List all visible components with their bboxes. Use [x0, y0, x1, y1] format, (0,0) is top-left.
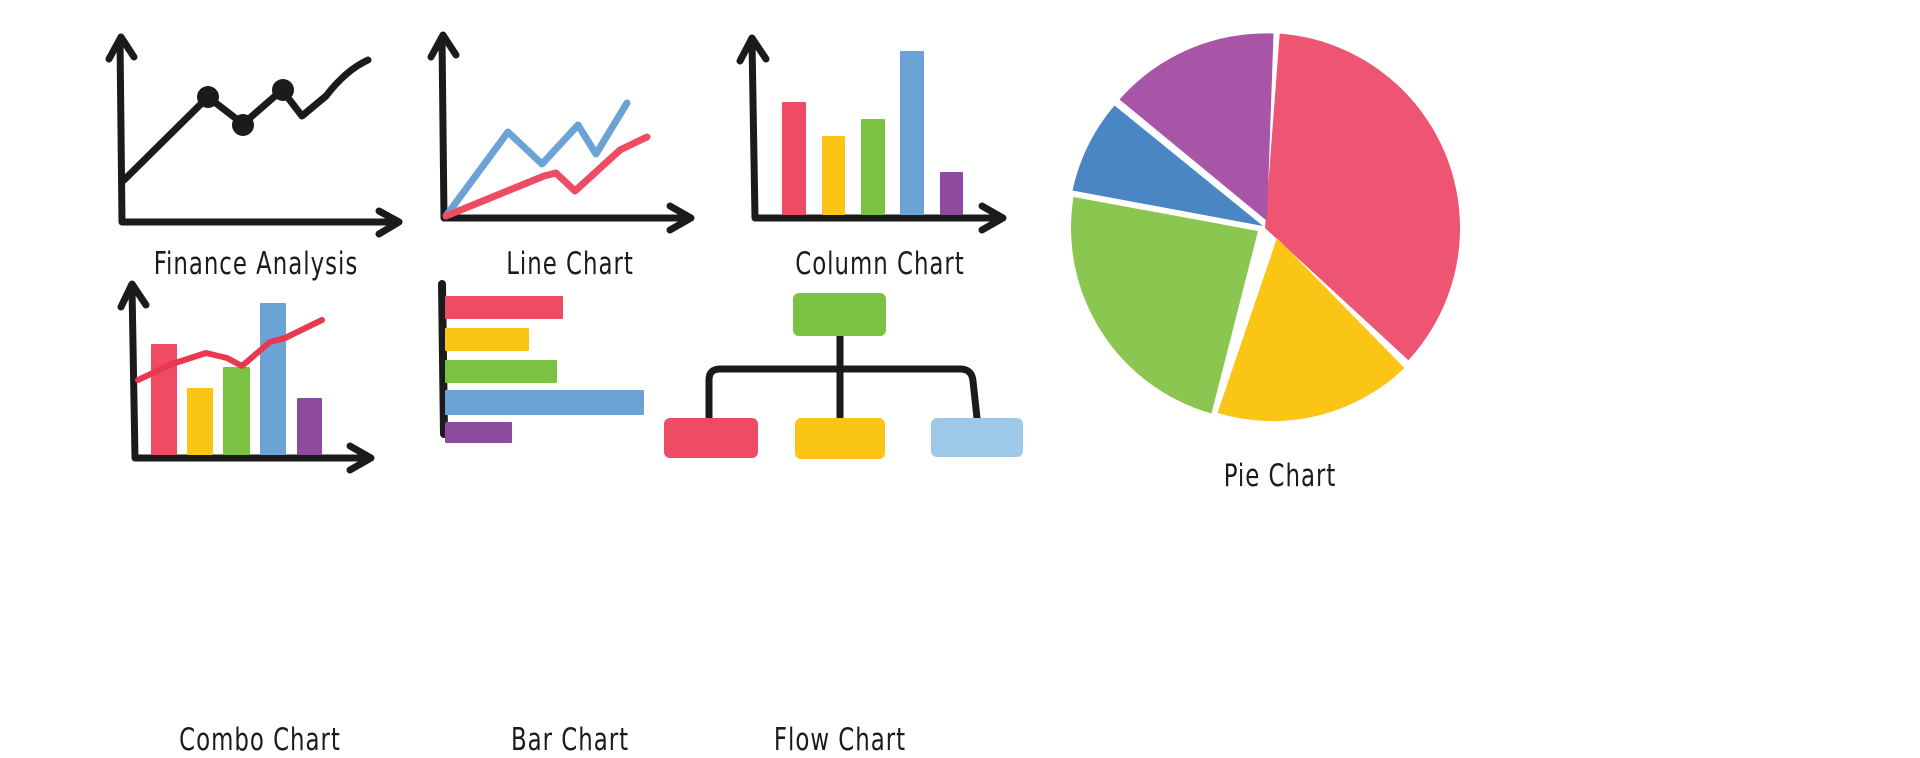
panel-caption-flow-chart: Flow Chart [773, 722, 907, 758]
flow-connectors [705, 332, 981, 424]
combo-bar [260, 303, 286, 455]
series-line-blue [442, 99, 631, 220]
axis-lines [438, 34, 692, 222]
axis-lines [128, 284, 372, 462]
pie-slice-purple [1119, 33, 1274, 221]
data-point-marker [232, 114, 254, 136]
x-axis-arrowhead [375, 207, 403, 238]
axes [117, 280, 375, 474]
axes [105, 33, 403, 238]
flow-chart-figure [664, 293, 1023, 459]
x-axis-arrowhead [666, 202, 695, 234]
panel-caption-pie-chart: Pie Chart [1223, 458, 1337, 494]
combo-bar [223, 367, 250, 455]
panel-caption-combo-chart: Combo Chart [179, 722, 341, 758]
flow-node-child-3 [931, 418, 1023, 457]
line-chart-figure [427, 31, 695, 234]
axes [736, 34, 1007, 234]
panel-caption-bar-chart: Bar Chart [510, 722, 630, 758]
column-bar [940, 172, 963, 215]
column-bar [861, 119, 885, 215]
finance-trend-line [120, 56, 372, 184]
panel-column-chart: Column Chart [730, 24, 1030, 284]
horizontal-bar [445, 296, 563, 319]
pie-slice-green [1071, 197, 1258, 414]
axis-lines [116, 36, 400, 226]
column-bar [822, 136, 845, 215]
y-axis-arrowhead [117, 280, 150, 311]
column-bar [900, 51, 924, 215]
combo-bar [187, 388, 213, 455]
panel-caption-column-chart: Column Chart [795, 246, 965, 282]
combo-trend-line [135, 317, 325, 383]
panel-pie-chart: Pie Chart [1020, 10, 1540, 530]
bar-chart-figure [438, 280, 644, 443]
y-axis-arrowhead [736, 34, 770, 65]
combo-bar [297, 398, 322, 455]
flow-node-root [793, 293, 886, 336]
edge-root-branch-bus [705, 365, 981, 424]
bar-chart-bars [445, 296, 644, 443]
pie-slice-yellow [1217, 238, 1405, 422]
axis-line-vertical [438, 280, 448, 438]
column-chart-figure [736, 34, 1007, 234]
horizontal-bar [445, 390, 644, 415]
axes [427, 31, 695, 234]
axis-lines [748, 38, 1004, 222]
pie-chart-figure [1071, 33, 1461, 422]
horizontal-bar [445, 422, 512, 443]
pie-slices [1071, 33, 1461, 422]
panel-combo-chart: Combo Chart [110, 270, 410, 758]
combo-bars [151, 303, 322, 455]
combo-chart-figure [117, 280, 375, 474]
panel-line-chart: Line Chart [420, 24, 720, 284]
pie-slice-blue [1072, 105, 1263, 226]
panel-flow-chart: Flow Chart [650, 270, 1030, 758]
column-bars [782, 51, 963, 215]
series-line-pink [442, 133, 651, 220]
finance-analysis-figure [105, 33, 403, 238]
horizontal-bar [445, 360, 557, 383]
x-axis-arrowhead [978, 202, 1007, 234]
chart-illustration-board: Finance Analysis Line Chart [96, 10, 1540, 758]
data-point-marker [272, 79, 294, 101]
column-bar [782, 102, 806, 215]
y-axis-arrowhead [105, 33, 138, 63]
panel-finance-analysis: Finance Analysis [96, 24, 416, 284]
flow-node-child-1 [664, 418, 758, 458]
horizontal-bar [445, 328, 529, 351]
flow-node-child-2 [795, 418, 885, 459]
data-point-marker [197, 86, 219, 108]
pie-slice-pink [1265, 33, 1461, 361]
panel-caption-line-chart: Line Chart [506, 246, 634, 282]
x-axis-arrowhead [346, 442, 375, 474]
panel-caption-finance-analysis: Finance Analysis [153, 246, 359, 282]
y-axis-arrowhead [427, 31, 460, 61]
